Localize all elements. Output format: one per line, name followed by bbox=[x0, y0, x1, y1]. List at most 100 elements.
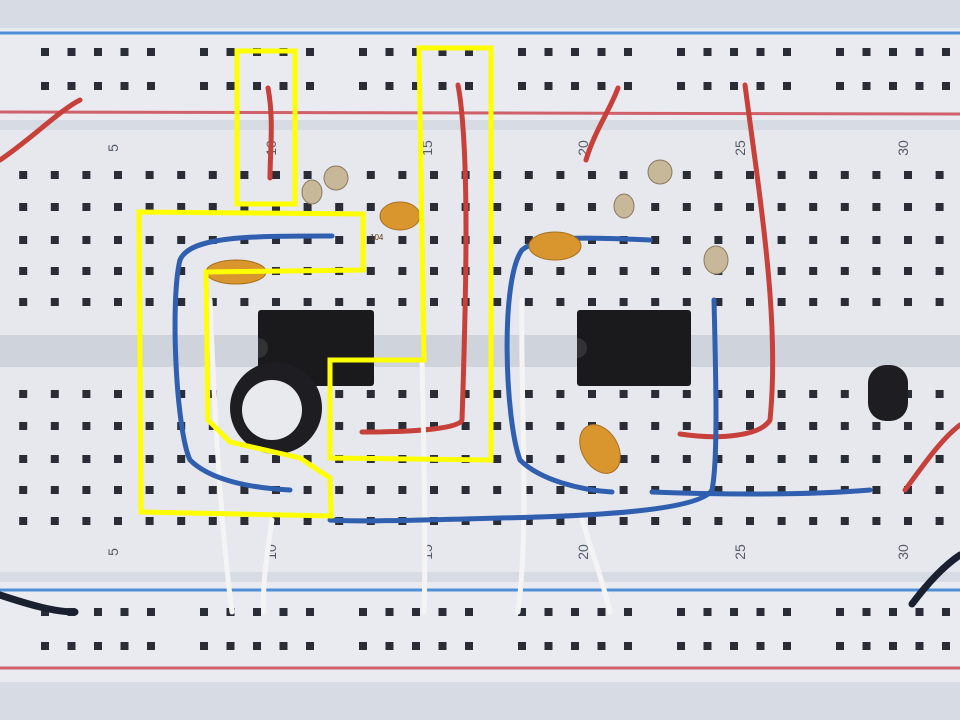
breadboard-hole bbox=[651, 390, 660, 398]
breadboard-hole bbox=[889, 608, 897, 616]
breadboard-hole bbox=[82, 203, 91, 211]
breadboard-hole bbox=[904, 203, 912, 211]
breadboard-hole bbox=[524, 298, 533, 306]
breadboard-hole bbox=[50, 422, 59, 430]
breadboard-hole bbox=[50, 517, 59, 525]
breadboard-hole bbox=[120, 642, 129, 650]
breadboard-hole bbox=[840, 517, 849, 525]
breadboard-hole bbox=[50, 171, 59, 179]
column-number: 25 bbox=[732, 544, 748, 560]
breadboard-hole bbox=[703, 82, 712, 90]
breadboard-hole bbox=[677, 82, 685, 90]
breadboard-hole bbox=[240, 298, 249, 306]
breadboard-hole bbox=[703, 48, 712, 56]
breadboard-hole bbox=[935, 236, 944, 244]
breadboard-hole bbox=[303, 171, 312, 179]
breadboard-hole bbox=[809, 236, 818, 244]
electrolytic-capacitor-left bbox=[230, 362, 322, 454]
breadboard-hole bbox=[783, 82, 791, 90]
breadboard-hole bbox=[544, 82, 553, 90]
breadboard-hole bbox=[303, 517, 312, 525]
breadboard-hole bbox=[41, 608, 49, 616]
breadboard-hole bbox=[518, 82, 526, 90]
breadboard-hole bbox=[935, 298, 944, 306]
breadboard-hole bbox=[359, 48, 367, 56]
breadboard-hole bbox=[756, 608, 765, 616]
breadboard-hole bbox=[619, 298, 628, 306]
breadboard-hole bbox=[556, 203, 565, 211]
breadboard-hole bbox=[94, 82, 102, 90]
breadboard-hole bbox=[524, 455, 533, 463]
breadboard-hole bbox=[588, 171, 596, 179]
column-number: 25 bbox=[732, 140, 748, 156]
breadboard-hole bbox=[651, 455, 660, 463]
breadboard-hole bbox=[279, 82, 288, 90]
breadboard-hole bbox=[942, 642, 950, 650]
breadboard-hole bbox=[94, 642, 102, 650]
breadboard-hole bbox=[889, 82, 897, 90]
breadboard-hole bbox=[385, 82, 394, 90]
breadboard-hole bbox=[177, 517, 186, 525]
breadboard-hole bbox=[862, 608, 871, 616]
breadboard-hole bbox=[430, 298, 438, 306]
breadboard-hole bbox=[177, 267, 186, 275]
breadboard-hole bbox=[518, 642, 526, 650]
breadboard-hole bbox=[746, 298, 754, 306]
breadboard-hole bbox=[303, 203, 312, 211]
breadboard-hole bbox=[335, 203, 344, 211]
breadboard-hole bbox=[714, 486, 723, 494]
breadboard-hole bbox=[240, 171, 249, 179]
breadboard-hole bbox=[430, 390, 438, 398]
breadboard-hole bbox=[651, 267, 660, 275]
breadboard-hole bbox=[746, 455, 754, 463]
breadboard-hole bbox=[651, 298, 660, 306]
breadboard-hole bbox=[777, 298, 786, 306]
breadboard-hole bbox=[746, 203, 754, 211]
breadboard-hole bbox=[872, 267, 881, 275]
breadboard-hole bbox=[730, 642, 738, 650]
ic-chip-right bbox=[577, 310, 691, 386]
breadboard-hole bbox=[588, 203, 596, 211]
breadboard-hole bbox=[809, 390, 818, 398]
breadboard-hole bbox=[208, 486, 217, 494]
breadboard-hole bbox=[809, 267, 818, 275]
breadboard-hole bbox=[756, 48, 765, 56]
breadboard-hole bbox=[904, 455, 912, 463]
breadboard-hole bbox=[82, 236, 91, 244]
breadboard-hole bbox=[624, 642, 632, 650]
breadboard-hole bbox=[19, 203, 28, 211]
breadboard-hole bbox=[935, 267, 944, 275]
breadboard-hole bbox=[682, 203, 691, 211]
breadboard-hole bbox=[114, 422, 122, 430]
breadboard-hole bbox=[714, 298, 723, 306]
breadboard-hole bbox=[240, 486, 249, 494]
breadboard-hole bbox=[862, 48, 871, 56]
breadboard-hole bbox=[777, 203, 786, 211]
breadboard-hole bbox=[556, 171, 565, 179]
breadboard-hole bbox=[544, 48, 553, 56]
breadboard-hole bbox=[809, 203, 818, 211]
breadboard-hole bbox=[430, 267, 438, 275]
breadboard-hole bbox=[677, 608, 685, 616]
breadboard-hole bbox=[544, 642, 553, 650]
breadboard-hole bbox=[677, 48, 685, 56]
breadboard-hole bbox=[872, 455, 881, 463]
breadboard-hole bbox=[430, 203, 438, 211]
breadboard-hole bbox=[465, 48, 473, 56]
breadboard-hole bbox=[840, 203, 849, 211]
breadboard-hole bbox=[306, 608, 314, 616]
breadboard-hole bbox=[836, 608, 844, 616]
breadboard-hole bbox=[82, 390, 91, 398]
breadboard-hole bbox=[777, 390, 786, 398]
breadboard-hole bbox=[714, 517, 723, 525]
breadboard-hole bbox=[385, 48, 394, 56]
breadboard-hole bbox=[889, 48, 897, 56]
breadboard-hole bbox=[777, 267, 786, 275]
breadboard-hole bbox=[682, 267, 691, 275]
breadboard-hole bbox=[840, 236, 849, 244]
breadboard-hole bbox=[240, 517, 249, 525]
breadboard-hole bbox=[524, 203, 533, 211]
breadboard-hole bbox=[398, 267, 407, 275]
black-wires bbox=[0, 551, 960, 616]
breadboard-hole bbox=[385, 608, 394, 616]
